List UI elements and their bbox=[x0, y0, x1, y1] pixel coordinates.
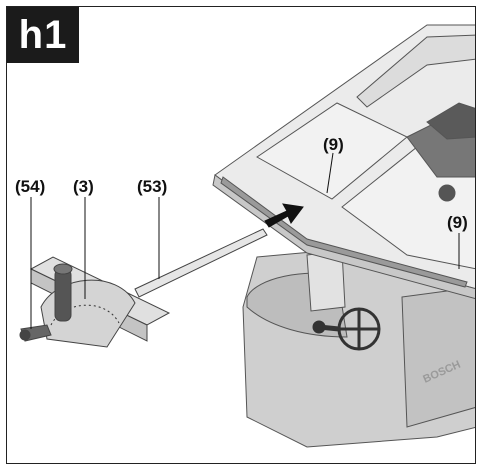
figure-frame: BOSCH h1 (54) (3) (53) (9) (9) bbox=[6, 6, 476, 464]
leader-lines bbox=[30, 152, 460, 329]
insert-arrow bbox=[264, 203, 304, 228]
callout-9-right: (9) bbox=[447, 213, 468, 232]
figure-label: h1 bbox=[7, 7, 79, 63]
callout-53: (53) bbox=[137, 177, 168, 196]
handwheel bbox=[312, 307, 381, 351]
table-saw-illustration: BOSCH bbox=[19, 24, 475, 448]
callout-9-top: (9) bbox=[323, 135, 344, 154]
callout-54: (54) bbox=[15, 177, 46, 196]
mitre-gauge bbox=[19, 228, 268, 348]
saw-table bbox=[212, 24, 475, 299]
callout-3: (3) bbox=[73, 177, 94, 196]
